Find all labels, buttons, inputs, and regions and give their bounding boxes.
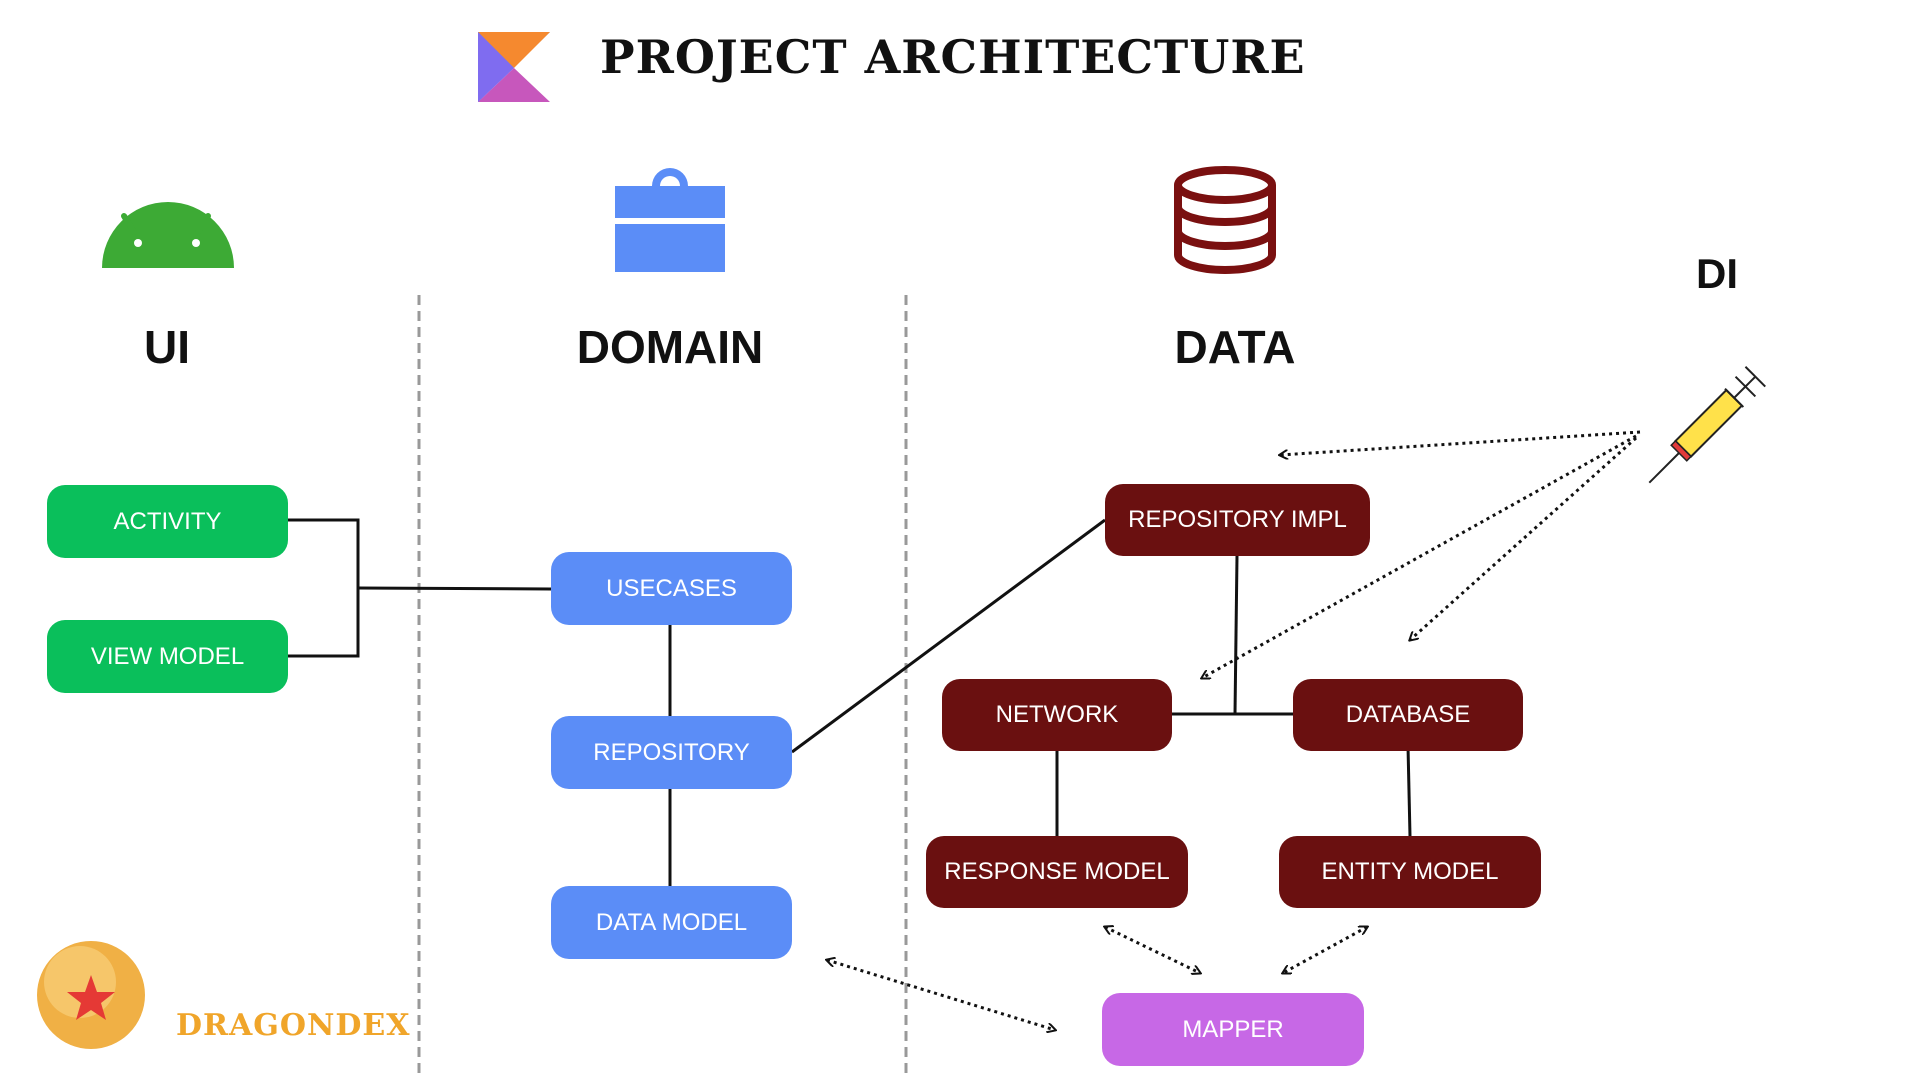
node-network: NETWORK bbox=[942, 679, 1172, 751]
node-database: DATABASE bbox=[1293, 679, 1523, 751]
mapper-arrows bbox=[827, 927, 1367, 1030]
dragon-ball-icon bbox=[37, 941, 145, 1049]
node-repository: REPOSITORY bbox=[551, 716, 792, 789]
brand-wordmark: DRAGONDEX bbox=[176, 1008, 411, 1043]
di-injection-arrows bbox=[1202, 430, 1641, 678]
node-data-model: DATA MODEL bbox=[551, 886, 792, 959]
syringe-icon bbox=[1648, 366, 1766, 484]
node-repository-impl: REPOSITORY IMPL bbox=[1105, 484, 1370, 556]
node-entity-model: ENTITY MODEL bbox=[1279, 836, 1541, 908]
column-label-ui: UI bbox=[144, 321, 190, 373]
node-response-model: RESPONSE MODEL bbox=[926, 836, 1188, 908]
connector-repository-repoimpl bbox=[791, 518, 1106, 754]
node-activity: ACTIVITY bbox=[47, 485, 288, 558]
page-title: PROJECT ARCHITECTURE bbox=[600, 30, 1306, 84]
node-usecases: USECASES bbox=[551, 552, 792, 625]
connector-ui-usecases bbox=[288, 518, 552, 658]
node-view-model: VIEW MODEL bbox=[47, 620, 288, 693]
column-label-domain: DOMAIN bbox=[576, 321, 764, 373]
kotlin-logo-icon bbox=[478, 32, 550, 102]
connector-data-tree bbox=[1055, 555, 1412, 837]
database-icon bbox=[1174, 166, 1276, 274]
column-label-di: DI bbox=[1696, 250, 1738, 297]
briefcase-icon bbox=[615, 168, 725, 272]
android-icon bbox=[102, 202, 234, 268]
node-mapper: MAPPER bbox=[1102, 993, 1364, 1066]
column-label-data: DATA bbox=[1174, 321, 1296, 373]
